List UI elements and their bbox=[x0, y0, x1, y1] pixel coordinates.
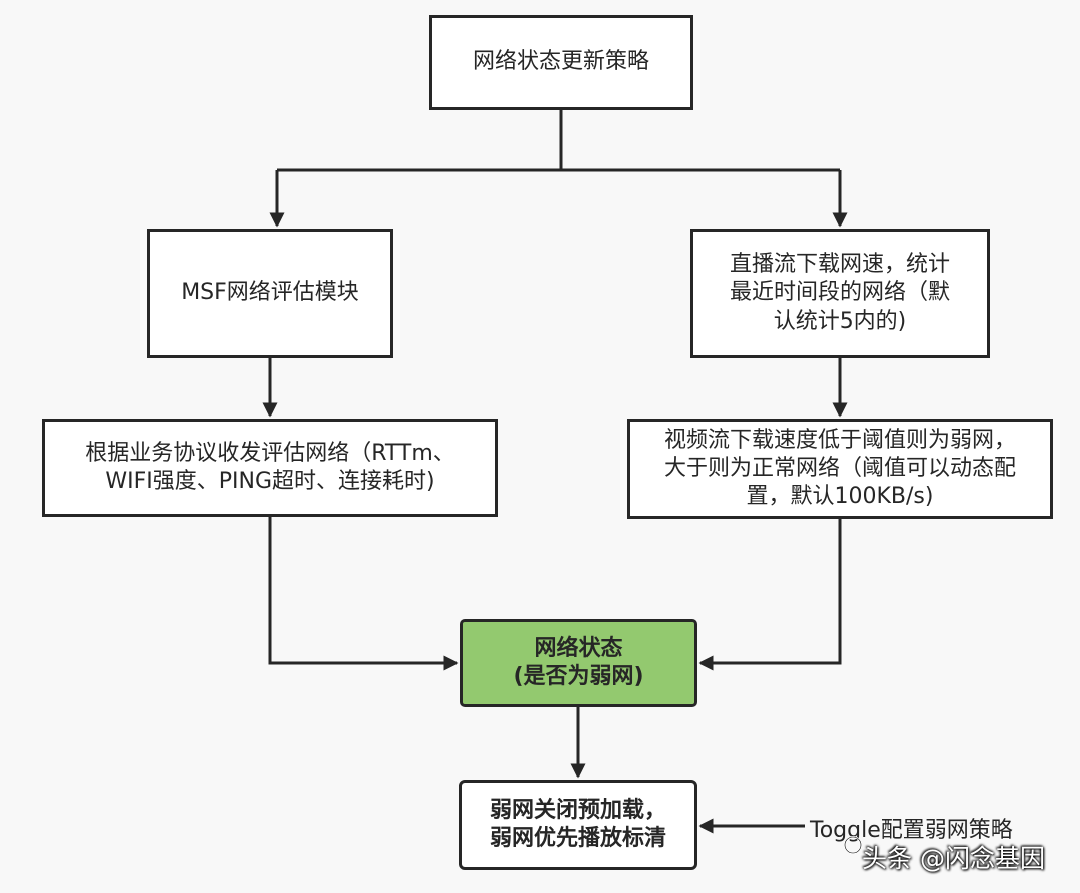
node-video-threshold: 视频流下载速度低于阈值则为弱网， 大于则为正常网络（阈值可以动态配 置，默认10… bbox=[627, 419, 1053, 519]
node-weak-network-action: 弱网关闭预加载， 弱网优先播放标清 bbox=[459, 780, 697, 870]
edge-root-split bbox=[277, 110, 840, 172]
toggle-config-label: Toggle配置弱网策略 bbox=[810, 818, 1013, 843]
watermark-text: 头条 @闪念基因 bbox=[862, 844, 1045, 873]
node-msf-module: MSF网络评估模块 bbox=[147, 229, 393, 358]
node-network-state-label: 网络状态 (是否为弱网) bbox=[513, 635, 644, 689]
node-weak-network-action-label: 弱网关闭预加载， 弱网优先播放标清 bbox=[489, 797, 666, 851]
node-business-protocol: 根据业务协议收发评估网络（RTTm、 WIFI强度、PING超时、连接耗时) bbox=[42, 419, 498, 517]
watermark-logo-icon bbox=[844, 836, 862, 854]
node-msf-module-label: MSF网络评估模块 bbox=[181, 280, 359, 306]
node-live-stream-speed: 直播流下载网速，统计 最近时间段的网络（默 认统计5内的) bbox=[690, 229, 990, 358]
edge-biz-to-state bbox=[268, 517, 459, 671]
node-network-strategy: 网络状态更新策略 bbox=[429, 15, 693, 110]
node-live-stream-speed-label: 直播流下载网速，统计 最近时间段的网络（默 认统计5内的) bbox=[729, 252, 950, 334]
node-network-state: 网络状态 (是否为弱网) bbox=[460, 619, 697, 707]
node-network-strategy-label: 网络状态更新策略 bbox=[472, 49, 649, 75]
node-video-threshold-label: 视频流下载速度低于阈值则为弱网， 大于则为正常网络（阈值可以动态配 置，默认10… bbox=[663, 427, 1016, 510]
edge-video-to-state bbox=[698, 519, 842, 671]
node-business-protocol-label: 根据业务协议收发评估网络（RTTm、 WIFI强度、PING超时、连接耗时) bbox=[85, 440, 455, 494]
